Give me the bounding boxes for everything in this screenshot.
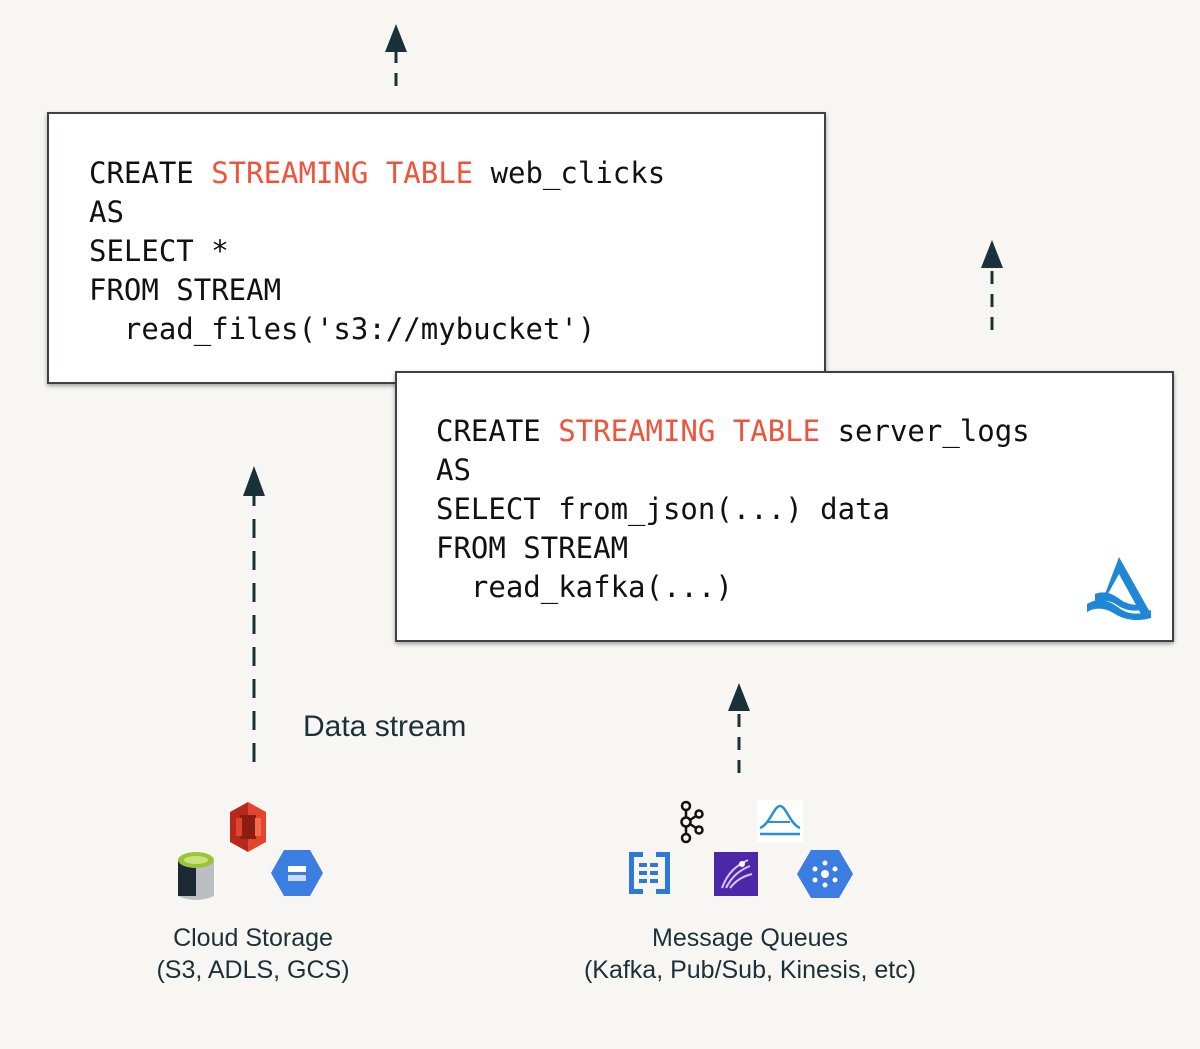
sql-keyword: STREAMING TABLE	[558, 414, 821, 448]
code-line: CREATE STREAMING TABLE server_logs	[436, 412, 1030, 451]
message-queues-subtitle: (Kafka, Pub/Sub, Kinesis, etc)	[583, 956, 917, 984]
code-text: read_kafka(...)	[436, 570, 733, 604]
code-text: FROM STREAM	[89, 273, 282, 307]
sql-keyword: STREAMING TABLE	[211, 156, 474, 190]
data-stream-label: Data stream	[303, 710, 467, 743]
code-line: FROM STREAM	[89, 271, 665, 310]
arrowhead-top-server-logs	[981, 240, 1003, 268]
cloud-storage-title: Cloud Storage	[173, 924, 333, 952]
code-line: AS	[436, 451, 1030, 490]
code-line: read_kafka(...)	[436, 568, 1030, 607]
cloud-storage-caption: Cloud Storage (S3, ADLS, GCS)	[128, 922, 378, 986]
code-text: AS	[436, 453, 471, 487]
message-queues-caption: Message Queues (Kafka, Pub/Sub, Kinesis,…	[540, 922, 960, 986]
code-text: read_files('s3://mybucket')	[89, 312, 596, 346]
code-line: SELECT *	[89, 232, 665, 271]
cloud-storage-subtitle: (S3, ADLS, GCS)	[156, 956, 350, 984]
code-text: FROM STREAM	[436, 531, 629, 565]
code-text: AS	[89, 195, 124, 229]
code-line: FROM STREAM	[436, 529, 1030, 568]
code-line: CREATE STREAMING TABLE web_clicks	[89, 154, 665, 193]
code-text: CREATE	[89, 156, 212, 190]
code-line: SELECT from_json(...) data	[436, 490, 1030, 529]
code-text: server_logs	[820, 414, 1030, 448]
arrowhead-data-stream	[243, 466, 265, 496]
arrowhead-message-queues	[728, 683, 750, 711]
message-queues-title: Message Queues	[652, 924, 848, 952]
code-line: read_files('s3://mybucket')	[89, 310, 665, 349]
code-text: web_clicks	[473, 156, 666, 190]
code-line: AS	[89, 193, 665, 232]
arrowhead-top-web-clicks	[385, 24, 407, 52]
code-text: SELECT from_json(...) data	[436, 492, 890, 526]
delta-live-tables-logo-icon	[1087, 557, 1151, 621]
code-text: SELECT *	[89, 234, 229, 268]
code-text: CREATE	[436, 414, 559, 448]
